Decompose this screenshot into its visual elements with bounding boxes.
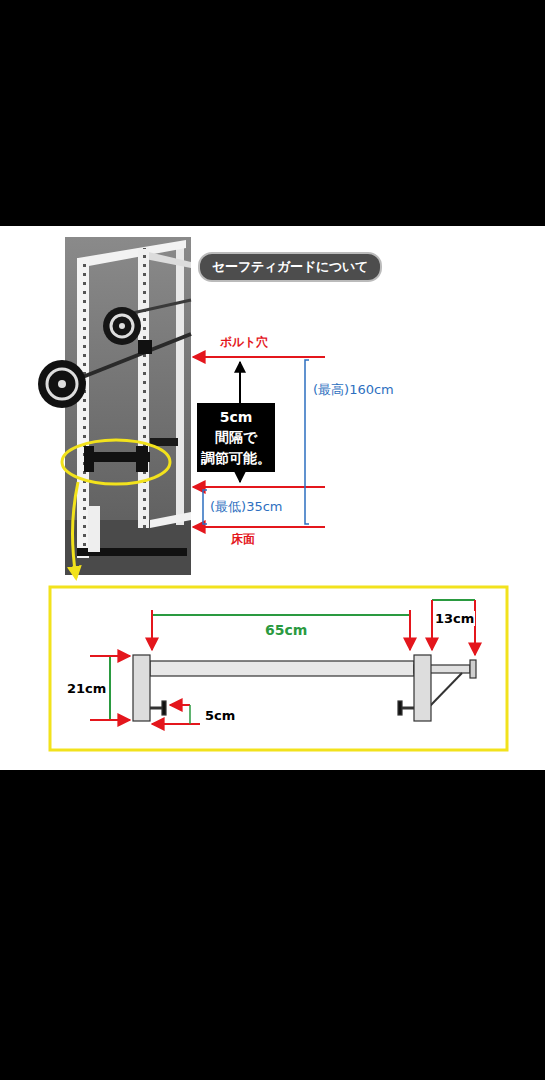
depth-dimension: 13cm bbox=[434, 611, 475, 626]
guard-drawing bbox=[133, 655, 476, 721]
dimension-lines bbox=[90, 600, 475, 724]
max-height: (最高)160cm bbox=[312, 381, 395, 399]
floor-label: 床面 bbox=[230, 531, 256, 548]
note-box: 5cm 間隔で 調節可能。 bbox=[197, 403, 275, 472]
rack-photo bbox=[38, 237, 191, 578]
knob-dimension: 5cm bbox=[204, 708, 236, 723]
title-pill: セーフティガードについて bbox=[200, 254, 380, 280]
reference-arrows bbox=[193, 357, 325, 527]
detail-frame bbox=[50, 587, 507, 750]
note-text: 5cm 間隔で 調節可能。 bbox=[200, 407, 272, 468]
bolt-hole-label: ボルト穴 bbox=[219, 334, 269, 351]
width-dimension: 65cm bbox=[264, 622, 308, 638]
min-height: (最低)35cm bbox=[209, 498, 284, 516]
panel bbox=[0, 226, 545, 770]
height-dimension: 21cm bbox=[66, 681, 107, 696]
